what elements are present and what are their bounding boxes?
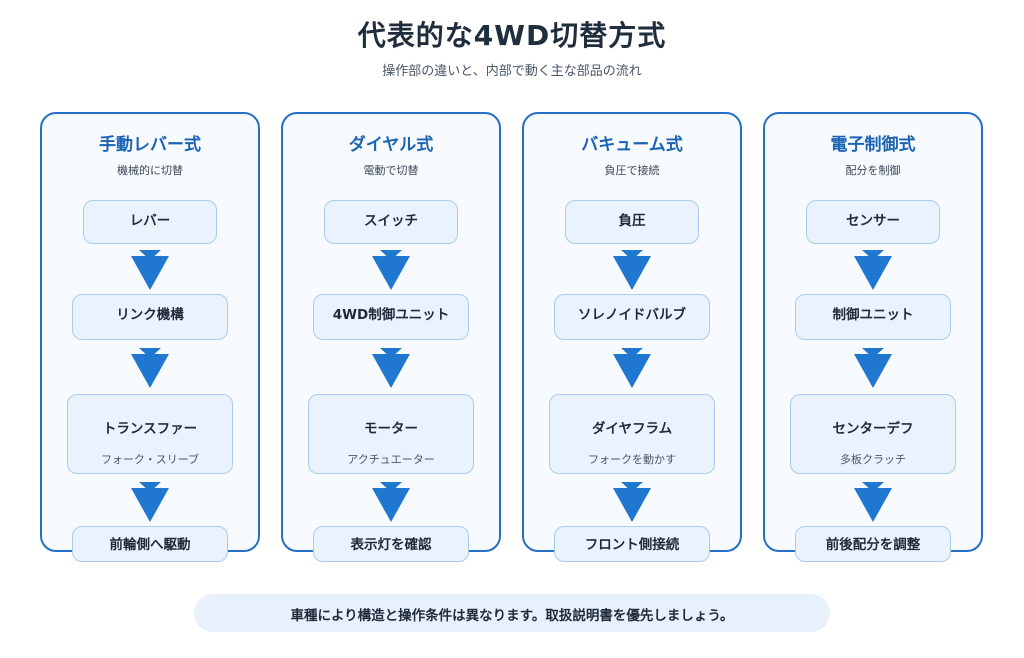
down-arrow-icon [613,250,651,290]
down-arrow-icon [372,482,410,522]
down-arrow-icon [131,482,169,522]
down-arrow-icon [131,250,169,290]
flow-node: センターデフ多板クラッチ [790,394,956,474]
column-dial: ダイヤル式 電動で切替 スイッチ 4WD制御ユニット モーターアクチュエーター … [281,112,501,562]
flow-node: ソレノイドバルブ [554,294,710,340]
flow-node-result: 表示灯を確認 [313,526,469,562]
flow-node-label: モーター [364,421,418,437]
diagram-title: 代表的な4WD切替方式 [357,19,667,52]
flow-node-label: フロント側接続 [584,537,680,553]
flow-node-result: フロント側接続 [554,526,710,562]
flow-node-sublabel: 多板クラッチ [840,453,906,466]
flow-node-sublabel: フォークを動かす [588,453,676,466]
flow-node: リンク機構 [72,294,228,340]
column-electronic: 電子制御式 配分を制御 センサー 制御ユニット センターデフ多板クラッチ 前後配… [763,112,983,562]
flow-node-label: 前輪側へ駆動 [109,537,191,553]
flow-node: ダイヤフラムフォークを動かす [549,394,715,474]
down-arrow-icon [372,348,410,388]
flow-node-label: スイッチ [364,213,418,229]
flow-node-label: 制御ユニット [832,307,914,323]
column-subtitle: 負圧で接続 [604,164,660,177]
column-title: 手動レバー式 [99,135,201,155]
flow-node: 制御ユニット [795,294,951,340]
flow-node-result: 前後配分を調整 [795,526,951,562]
column-subtitle: 機械的に切替 [117,164,183,177]
flow-node-label: 前後配分を調整 [825,537,921,553]
down-arrow-icon [854,250,892,290]
flow-node-label: センターデフ [832,421,914,437]
column-subtitle: 配分を制御 [845,164,901,177]
flow-node-sublabel: アクチュエーター [347,453,435,466]
flow-node-label: 負圧 [618,213,646,229]
column-vacuum: バキューム式 負圧で接続 負圧 ソレノイドバルブ ダイヤフラムフォークを動かす … [522,112,742,562]
column-title: 電子制御式 [830,135,916,155]
flow-node-label: ダイヤフラム [591,421,673,437]
flow-node: スイッチ [324,200,458,244]
flow-node-label: ソレノイドバルブ [578,307,686,323]
column-manual-lever: 手動レバー式 機械的に切替 レバー リンク機構 トランスファーフォーク・スリーブ… [40,112,260,562]
diagram-subtitle: 操作部の違いと、内部で動く主な部品の流れ [382,64,642,79]
flow-node: トランスファーフォーク・スリーブ [67,394,233,474]
column-title: バキューム式 [581,135,683,155]
flow-node: レバー [83,200,217,244]
down-arrow-icon [613,348,651,388]
flow-node: 負圧 [565,200,699,244]
flow-node-label: トランスファー [102,421,198,437]
down-arrow-icon [854,348,892,388]
flow-node-result: 前輪側へ駆動 [72,526,228,562]
flow-node: モーターアクチュエーター [308,394,474,474]
column-title: ダイヤル式 [348,135,434,155]
flow-node-sublabel: フォーク・スリーブ [100,453,200,466]
flow-node-label: センサー [846,213,900,229]
flow-node-label: レバー [129,213,171,229]
down-arrow-icon [854,482,892,522]
footer-note: 車種により構造と操作条件は異なります。取扱説明書を優先しましょう。 [194,594,830,632]
flow-node: センサー [806,200,940,244]
down-arrow-icon [613,482,651,522]
flow-node-label: 表示灯を確認 [350,537,432,553]
down-arrow-icon [131,348,169,388]
down-arrow-icon [372,250,410,290]
flow-node-label: リンク機構 [116,307,184,323]
flow-node: 4WD制御ユニット [313,294,469,340]
flow-node-label: 4WD制御ユニット [332,307,450,323]
column-subtitle: 電動で切替 [363,164,419,177]
